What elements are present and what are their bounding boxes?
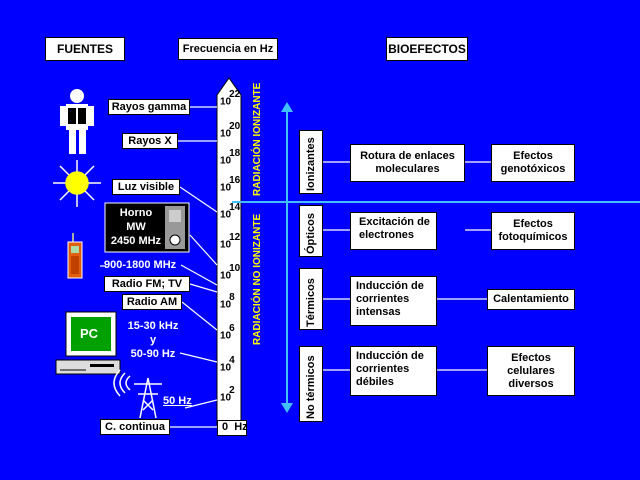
effect-celulares-line-2: celulares bbox=[507, 364, 555, 377]
category-no-termicos: No térmicos bbox=[299, 346, 323, 422]
mechanism-intensas-line-1: Inducción de bbox=[356, 280, 424, 292]
source-radio-fm-tv: Radio FM; TV bbox=[104, 276, 190, 292]
effect-fotoquimicos-line-1: Efectos bbox=[513, 218, 553, 230]
power-4: 104 bbox=[220, 355, 235, 374]
category-termicos: Térmicos bbox=[299, 268, 323, 330]
source-rayos-x: Rayos X bbox=[122, 133, 178, 149]
effect-celulares: Efectos celulares diversos bbox=[487, 346, 575, 396]
mechanism-excitacion-line-2: electrones bbox=[359, 229, 415, 241]
label-radiacion-ionizante: RADIACIÓN IONIZANTE bbox=[252, 82, 263, 196]
khz-line-3: 50-90 Hz bbox=[130, 348, 176, 360]
mechanism-debiles-line-2: corrientes bbox=[356, 363, 410, 375]
horno-line-2: MW bbox=[126, 221, 146, 233]
effect-celulares-line-1: Efectos bbox=[511, 351, 551, 364]
power-20: 1020 bbox=[220, 121, 241, 140]
power-16: 1016 bbox=[220, 175, 241, 194]
header-fuentes: FUENTES bbox=[45, 37, 125, 61]
khz-line-1: 15-30 kHz bbox=[127, 320, 179, 332]
axis-arrow-down bbox=[281, 403, 293, 413]
power-tower-icon bbox=[113, 369, 162, 419]
mechanism-rotura-line-2: moleculares bbox=[375, 163, 440, 175]
power-12: 1012 bbox=[220, 232, 241, 251]
source-horno: Horno MW 2450 MHz bbox=[108, 206, 164, 248]
mechanism-intensas-line-2: corrientes bbox=[356, 293, 410, 305]
category-ionizantes: Ionizantes bbox=[299, 130, 323, 194]
source-rayos-gamma: Rayos gamma bbox=[108, 99, 190, 115]
power-18: 1018 bbox=[220, 148, 241, 167]
zero-hz-label: 0 Hz bbox=[217, 420, 248, 436]
power-14: 1014 bbox=[220, 202, 241, 221]
source-radio-am: Radio AM bbox=[122, 294, 182, 310]
source-mobile-freq: 900-1800 MHz bbox=[104, 259, 177, 271]
source-connectors bbox=[100, 106, 218, 428]
power-6: 106 bbox=[220, 323, 235, 342]
header-bioefectos: BIOEFECTOS bbox=[386, 37, 468, 61]
label-radiacion-no-ionizante: RADIACIÓN NO IONIZANTE bbox=[252, 213, 263, 345]
mechanism-debiles-line-3: débiles bbox=[356, 376, 394, 388]
microwave-icon bbox=[104, 202, 190, 253]
effect-calentamiento-line-1: Calentamiento bbox=[493, 293, 569, 305]
mechanism-rotura: Rotura de enlaces moleculares bbox=[350, 144, 465, 182]
horno-line-1: Horno bbox=[119, 207, 153, 219]
xray-person-icon bbox=[60, 89, 94, 154]
category-opticos: Ópticos bbox=[299, 205, 323, 257]
source-50hz: 50 Hz bbox=[163, 395, 192, 407]
power-10: 1010 bbox=[220, 263, 241, 282]
pc-label: PC bbox=[80, 326, 99, 341]
effect-genotoxicos-line-1: Efectos bbox=[513, 150, 553, 162]
khz-line-2: y bbox=[149, 334, 157, 346]
effect-fotoquimicos-line-2: fotoquímicos bbox=[498, 231, 568, 243]
category-opticos-label: Ópticos bbox=[305, 213, 317, 254]
mechanism-induccion-intensas: Inducción de corrientes intensas bbox=[350, 276, 437, 326]
effect-celulares-line-3: diversos bbox=[508, 377, 554, 390]
horno-line-3: 2450 MHz bbox=[110, 235, 162, 247]
mechanism-debiles-line-1: Inducción de bbox=[356, 350, 424, 362]
mechanism-excitacion: Excitación de electrones bbox=[350, 212, 437, 250]
computer-icon bbox=[55, 311, 121, 375]
frequency-column bbox=[216, 77, 242, 426]
power-8: 108 bbox=[220, 292, 235, 311]
mobile-phone-icon bbox=[67, 233, 83, 279]
source-khz: 15-30 kHz y 50-90 Hz bbox=[124, 319, 182, 361]
mechanism-induccion-debiles: Inducción de corrientes débiles bbox=[350, 346, 437, 396]
category-no-termicos-label: No térmicos bbox=[305, 355, 317, 419]
header-frecuencia: Frecuencia en Hz bbox=[178, 38, 278, 60]
effect-calentamiento: Calentamiento bbox=[487, 289, 575, 310]
mechanism-excitacion-line-1: Excitación de bbox=[359, 216, 430, 228]
category-ionizantes-label: Ionizantes bbox=[305, 137, 317, 191]
mechanism-intensas-line-3: intensas bbox=[356, 306, 401, 318]
effect-genotoxicos: Efectos genotóxicos bbox=[491, 144, 575, 182]
source-c-continua: C. continua bbox=[100, 419, 170, 435]
power-22: 1022 bbox=[220, 89, 241, 108]
effect-genotoxicos-line-2: genotóxicos bbox=[500, 163, 566, 175]
power-2: 102 bbox=[220, 385, 235, 404]
effect-fotoquimicos: Efectos fotoquímicos bbox=[491, 212, 575, 250]
mechanism-rotura-line-1: Rotura de enlaces bbox=[360, 150, 455, 162]
source-luz-visible: Luz visible bbox=[112, 179, 180, 195]
sun-icon bbox=[53, 160, 101, 207]
axis-arrow-up bbox=[281, 102, 293, 112]
category-termicos-label: Térmicos bbox=[305, 278, 317, 327]
mechanism-connectors bbox=[323, 161, 491, 371]
